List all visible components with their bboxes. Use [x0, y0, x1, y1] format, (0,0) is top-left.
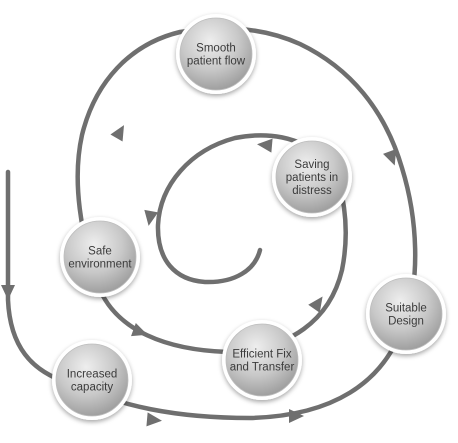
node-sphere — [275, 140, 349, 214]
node-label-line: patient flow — [187, 56, 246, 68]
node-label-line: Saving — [294, 159, 329, 171]
node-label-line: Suitable — [385, 303, 427, 315]
arrowhead-3 — [383, 149, 397, 166]
node-label-line: Smooth — [196, 43, 236, 55]
arrowhead-8 — [289, 409, 304, 423]
node-sphere — [63, 220, 137, 294]
arrowhead-1 — [1, 285, 15, 300]
arrowhead-10 — [144, 209, 159, 226]
node-label-line: environment — [68, 259, 132, 271]
node-label-line: Design — [388, 316, 424, 328]
spiral-connector — [5, 26, 418, 421]
node-sphere — [179, 17, 253, 91]
node-sphere — [369, 277, 443, 351]
arrowhead-6 — [308, 296, 323, 313]
node-label-line: and Transfer — [230, 362, 295, 374]
node-sphere — [55, 343, 129, 417]
node-label-line: Safe — [88, 246, 112, 258]
arrowhead-9 — [257, 138, 273, 153]
arrowhead-2 — [110, 125, 124, 142]
node-label-line: Efficient Fix — [232, 349, 291, 361]
arrowhead-7 — [146, 412, 162, 427]
node-label-line: patients in — [286, 172, 338, 184]
node-label-line: distress — [292, 185, 332, 197]
node-label-line: capacity — [71, 382, 113, 394]
node-sphere — [225, 323, 299, 397]
arrowhead-5 — [131, 323, 148, 337]
node-label-line: Increased — [67, 369, 118, 381]
